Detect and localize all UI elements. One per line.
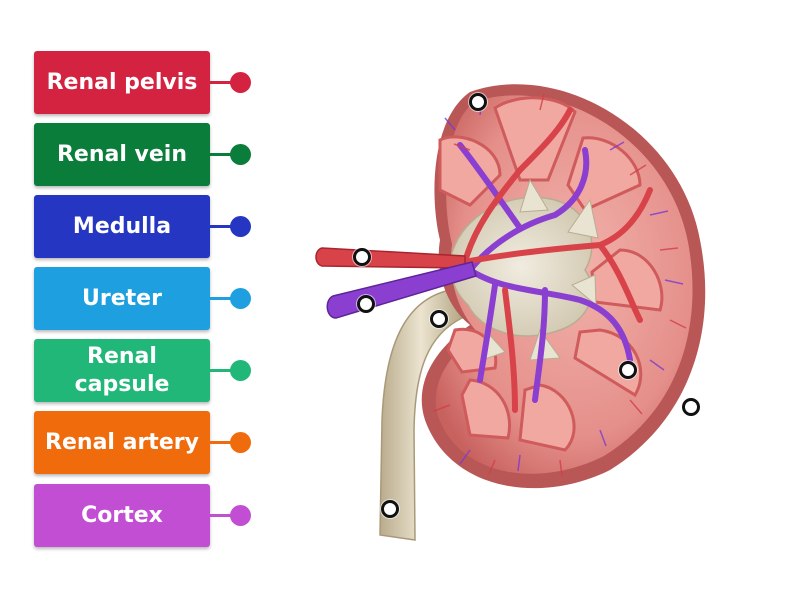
hotspot-marker[interactable] [469, 93, 487, 111]
connector-line [210, 441, 234, 444]
label-pin[interactable] [230, 432, 251, 453]
label-list: Renal pelvis Renal vein Medulla Ureter R… [0, 0, 260, 600]
hotspot-marker[interactable] [430, 310, 448, 328]
label-cortex[interactable]: Cortex [34, 484, 251, 547]
label-ureter[interactable]: Ureter [34, 267, 251, 330]
label-pin[interactable] [230, 72, 251, 93]
ureter [379, 289, 463, 541]
label-pin[interactable] [230, 288, 251, 309]
label-pin[interactable] [230, 144, 251, 165]
label-text: Renal capsule [74, 343, 170, 397]
hotspot-marker[interactable] [357, 295, 375, 313]
label-pin[interactable] [230, 505, 251, 526]
connector-line [210, 297, 234, 300]
label-renal-pelvis[interactable]: Renal pelvis [34, 51, 251, 114]
label-pin[interactable] [230, 216, 251, 237]
label-text: Renal artery [45, 429, 199, 455]
label-text: Renal pelvis [46, 69, 198, 95]
label-renal-vein[interactable]: Renal vein [34, 123, 251, 186]
connector-line [210, 81, 234, 84]
medullary-pyramids [438, 96, 664, 452]
label-pin[interactable] [230, 360, 251, 381]
renal-pelvis-shape [449, 178, 599, 361]
renal-artery-branches [317, 107, 653, 413]
label-text: Ureter [82, 285, 162, 311]
hotspot-marker[interactable] [619, 361, 637, 379]
label-renal-capsule[interactable]: Renal capsule [34, 339, 251, 402]
label-text: Renal vein [56, 141, 188, 167]
connector-line [210, 225, 234, 228]
hotspot-marker[interactable] [353, 248, 371, 266]
label-medulla[interactable]: Medulla [34, 195, 251, 258]
small-arteries [433, 93, 687, 477]
hotspot-marker[interactable] [682, 398, 700, 416]
connector-line [210, 369, 234, 372]
connector-line [210, 153, 234, 156]
label-renal-artery[interactable]: Renal artery [34, 411, 251, 474]
label-text: Medulla [72, 213, 172, 239]
connector-line [210, 514, 234, 517]
label-text: Cortex [81, 502, 163, 528]
hotspot-marker[interactable] [381, 500, 399, 518]
